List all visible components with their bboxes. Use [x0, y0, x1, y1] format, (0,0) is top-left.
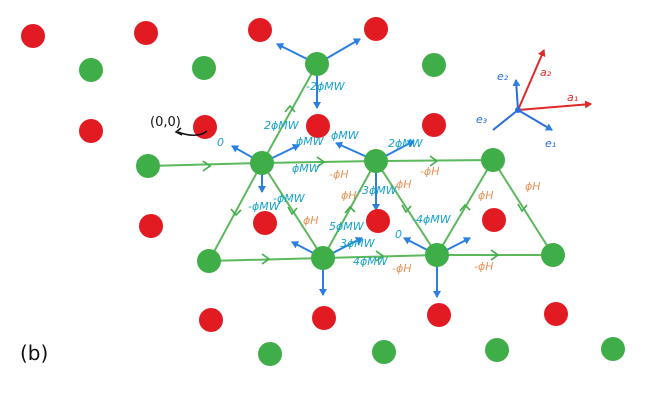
- phase-label: 3ϕMW: [340, 237, 376, 250]
- origin-pointer-head: [174, 127, 183, 136]
- hopping-label: ϕH: [478, 189, 494, 202]
- phase-label: 2ϕMW: [388, 137, 424, 150]
- e1-label: e₁: [545, 137, 556, 150]
- phase-label: -2ϕMW: [306, 80, 346, 93]
- phase-label: 0: [395, 228, 402, 241]
- phase-label: -ϕMW: [273, 192, 306, 205]
- e3-label: e₃: [476, 113, 488, 126]
- hopping-label: -ϕH: [420, 165, 440, 178]
- bond-direction-marks: [202, 104, 528, 265]
- hopping-label: ϕH: [341, 189, 357, 202]
- red-sites: [21, 17, 568, 332]
- phase-label: ϕMW: [296, 135, 325, 148]
- hopping-label: -ϕH: [392, 262, 412, 275]
- phase-label: 0: [217, 136, 224, 149]
- figure-label: (b): [20, 341, 48, 365]
- hopping-label: ϕH: [396, 178, 412, 191]
- hopping-label: -ϕH: [474, 260, 494, 273]
- phase-label: -4ϕMW: [412, 213, 452, 226]
- a2-label: a₂: [540, 66, 552, 79]
- green-bonds: [147, 63, 554, 262]
- phase-label: 2ϕMW: [264, 119, 300, 132]
- phase-label: 5ϕMW: [329, 220, 365, 233]
- phase-label: ϕMW: [292, 162, 321, 175]
- phase-label: 4ϕMW: [353, 255, 389, 268]
- hopping-label: ϕH: [525, 180, 541, 193]
- green-sites: [79, 52, 625, 366]
- phase-label: -3ϕMW: [358, 184, 398, 197]
- hopping-label: ϕH: [303, 214, 319, 227]
- phase-label: ϕMW: [331, 129, 360, 142]
- phase-label: -ϕMW: [248, 200, 281, 213]
- origin-pointer: [177, 130, 208, 136]
- a1-label: a₁: [567, 91, 578, 104]
- hopping-label: -ϕH: [329, 168, 349, 181]
- axes-inset: [492, 49, 592, 131]
- origin-label: (0,0): [150, 115, 181, 130]
- e2-label: e₂: [497, 70, 509, 83]
